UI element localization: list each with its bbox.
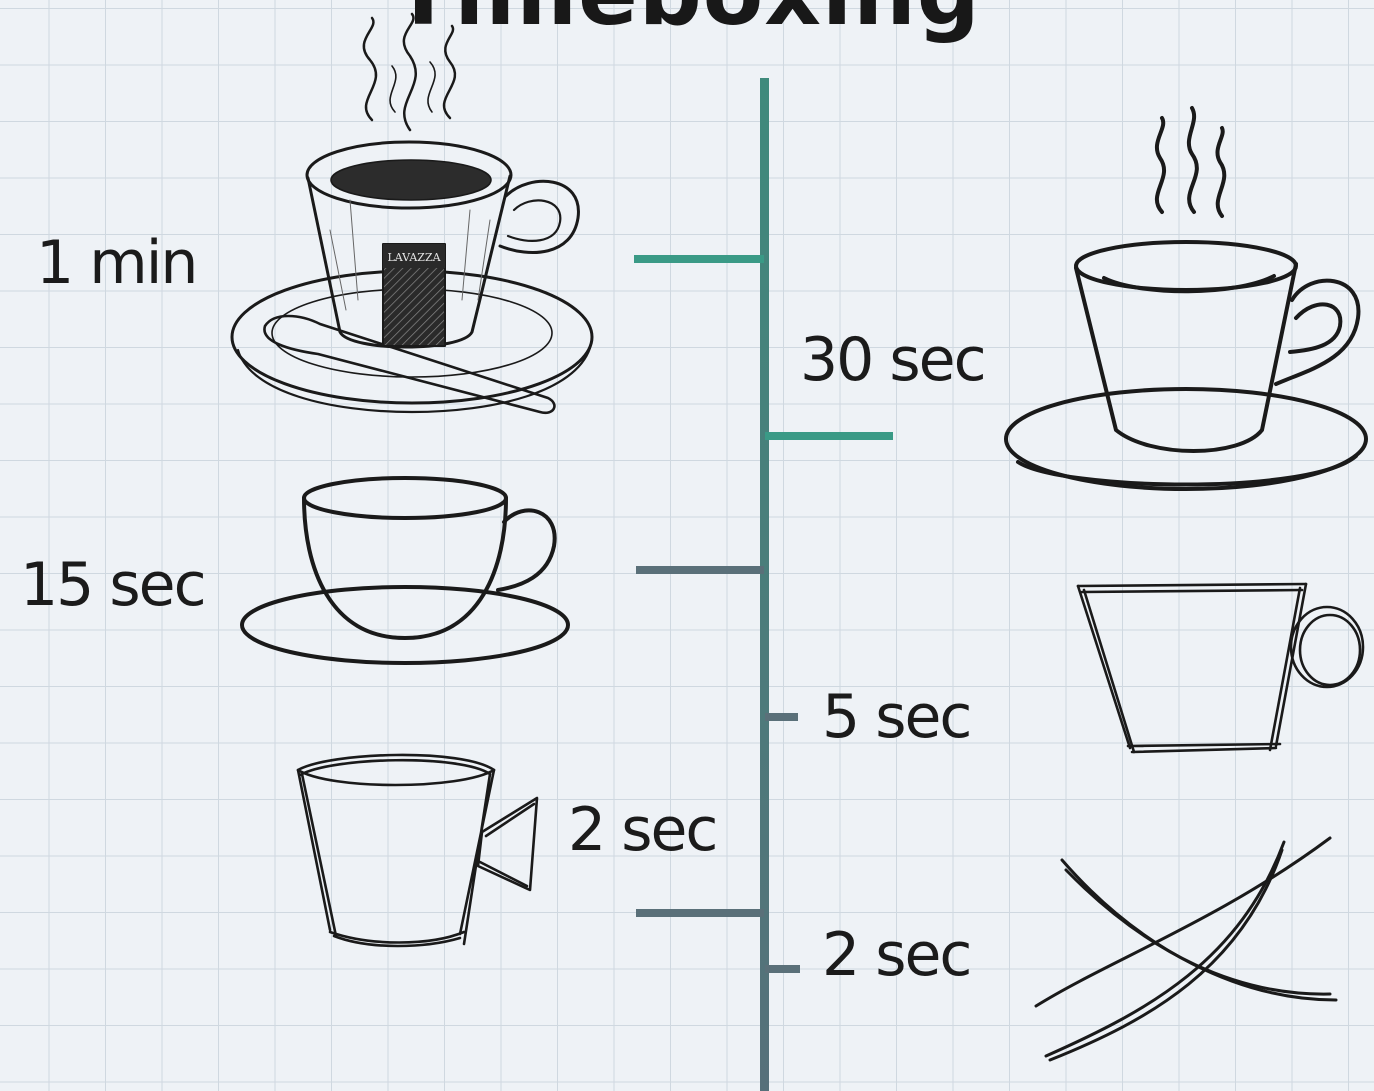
timeline-axis <box>760 78 769 1091</box>
coffee-cup-1-min-icon: LAVAZZA <box>232 14 592 413</box>
cup-brand-label: LAVAZZA <box>387 251 441 264</box>
label-2-sec-right: 2 sec <box>822 920 970 990</box>
label-1-min: 1 min <box>36 228 196 298</box>
label-15-sec: 15 sec <box>20 550 205 620</box>
coffee-cup-30-sec-icon <box>1006 108 1366 489</box>
tick-30-sec <box>765 432 893 440</box>
tick-1-min <box>634 255 764 263</box>
label-5-sec: 5 sec <box>822 682 970 752</box>
crossed-out-cup-2-sec-right-icon <box>1036 838 1336 1060</box>
tick-2-sec-left <box>636 909 764 917</box>
tick-5-sec <box>765 713 798 721</box>
tick-15-sec <box>636 566 764 574</box>
label-30-sec: 30 sec <box>800 325 985 395</box>
tick-2-sec-right <box>765 965 800 973</box>
coffee-cup-15-sec-icon <box>242 478 568 663</box>
label-2-sec-left: 2 sec <box>568 795 716 865</box>
coffee-cup-5-sec-icon <box>1078 584 1363 752</box>
coffee-cup-2-sec-left-icon <box>298 755 537 946</box>
